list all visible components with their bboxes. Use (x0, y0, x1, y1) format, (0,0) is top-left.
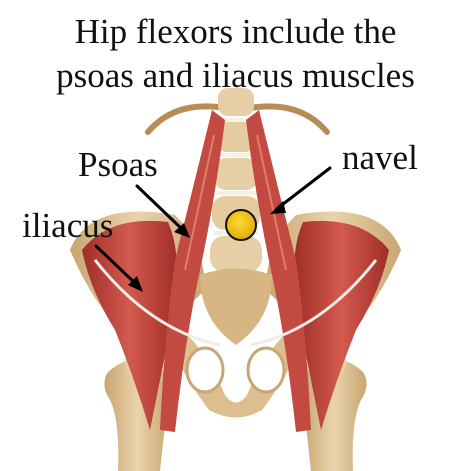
navel-label: navel (342, 138, 418, 177)
pubic-bones (165, 320, 306, 418)
iliacus-arrow (94, 244, 138, 286)
psoas-muscles (160, 110, 311, 432)
navel-marker (225, 209, 257, 241)
sacrum (200, 268, 272, 345)
title-line-2: psoas and iliacus muscles (56, 56, 415, 95)
psoas-label: Psoas (78, 145, 158, 184)
psoas-arrow (135, 184, 185, 232)
callout-arrows (94, 166, 332, 292)
navel-arrow (276, 166, 332, 210)
title-line-1: Hip flexors include the (74, 12, 397, 51)
inguinal-ligaments (93, 259, 378, 347)
twelfth-ribs (145, 103, 330, 135)
iliacus-label: iliacus (22, 206, 114, 245)
